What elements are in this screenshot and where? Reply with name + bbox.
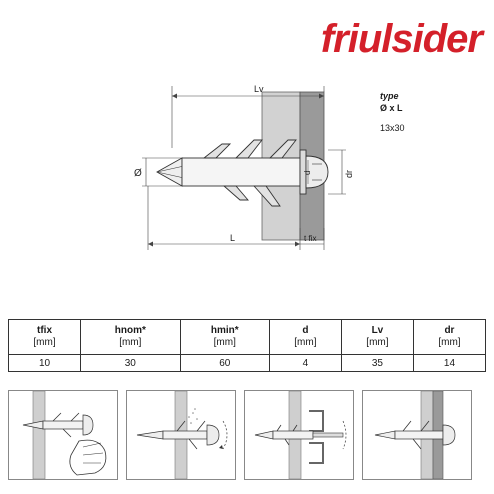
d-label: d — [303, 171, 312, 175]
installed-anchor-icon — [374, 391, 456, 479]
spec-type-label: type — [380, 91, 399, 101]
diameter-label: Ø — [134, 168, 142, 179]
column-header: tfix[mm] — [7, 319, 82, 355]
hand-insert-icon — [22, 391, 107, 479]
brand-logo: friulsider — [320, 17, 483, 61]
step-1-panel — [8, 390, 118, 480]
spec-block: type Ø x L 13x30 — [380, 90, 480, 134]
step-2-panel — [126, 390, 236, 480]
step-4-panel — [362, 390, 472, 480]
column-header: d[mm] — [268, 319, 342, 355]
column-header: hmin*[mm] — [179, 319, 270, 355]
anchor-tip — [156, 157, 183, 187]
spec-format-label: Ø x L — [380, 103, 403, 113]
table-cell: 30 — [80, 354, 181, 372]
spec-value: 13x30 — [380, 123, 405, 133]
screw-in-icon — [136, 391, 228, 479]
column-header: Lv[mm] — [340, 319, 414, 355]
table-cell: 10 — [7, 354, 82, 372]
screw-head — [305, 155, 329, 189]
table-header-row: tfix[mm] hnom*[mm] hmin*[mm] d[mm] Lv[mm… — [7, 319, 487, 355]
column-header: dr[mm] — [412, 319, 487, 355]
lv-label: Lv — [254, 84, 264, 94]
screwdriver-icon — [254, 391, 347, 479]
spec-table: tfix[mm] hnom*[mm] hmin*[mm] d[mm] Lv[mm… — [7, 319, 487, 372]
table-row: 10 30 60 4 35 14 — [7, 354, 487, 372]
table-cell: 14 — [412, 354, 487, 372]
table-cell: 4 — [268, 354, 342, 372]
l-label: L — [230, 233, 235, 243]
step-3-panel — [244, 390, 354, 480]
anchor-shank — [181, 157, 301, 187]
table-cell: 35 — [340, 354, 414, 372]
column-header: hnom*[mm] — [80, 319, 181, 355]
tfix-label: t fix — [304, 234, 316, 243]
anchor-thread — [202, 139, 297, 207]
anchor-drawing: Lv Ø d dr L t fix — [134, 84, 354, 250]
table-cell: 60 — [179, 354, 270, 372]
dr-label: dr — [344, 170, 354, 178]
